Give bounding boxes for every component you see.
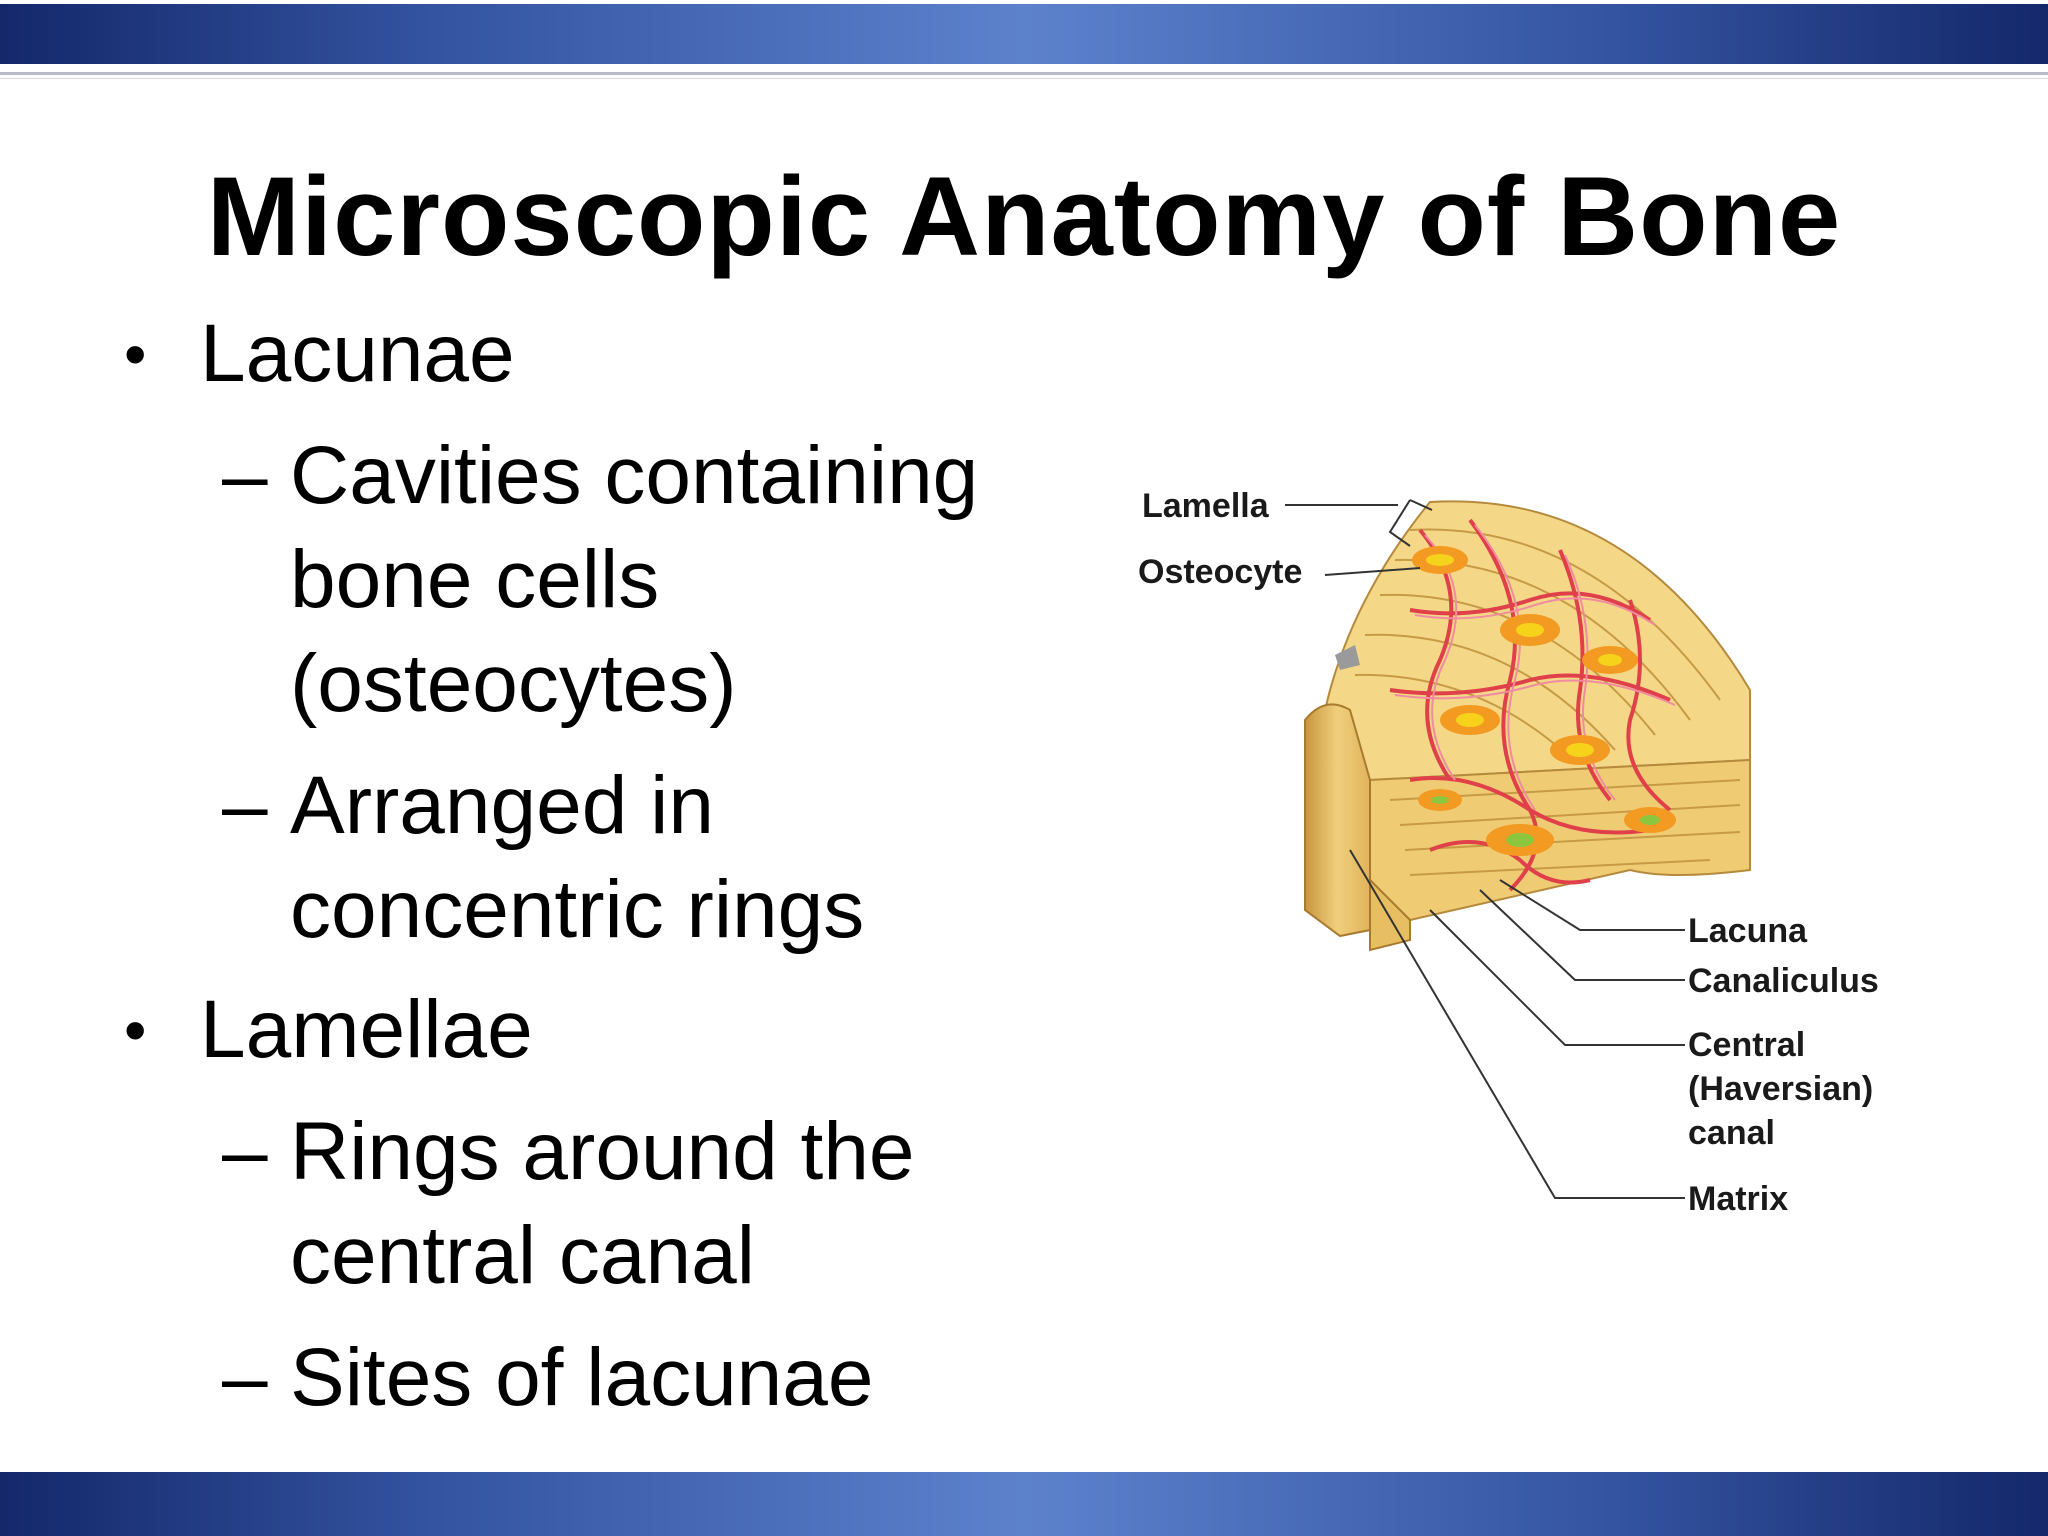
bullet-lacunae: Lacunae	[200, 308, 515, 399]
bottom-decorative-band	[0, 1472, 2048, 1536]
bullet-lamellae: Lamellae	[200, 984, 533, 1075]
slide-title: Microscopic Anatomy of Bone	[206, 154, 1842, 279]
sub-bullet-line: concentric rings	[290, 864, 865, 955]
sub-bullet-dash: –	[222, 1332, 268, 1423]
sub-bullet-line: central canal	[290, 1210, 755, 1301]
leader-lines	[1285, 504, 1685, 1199]
label-haversian: (Haversian)	[1688, 1070, 1873, 1108]
sub-bullet-line: Rings around the	[290, 1106, 915, 1197]
osteocyte-cells	[1412, 546, 1676, 856]
sub-bullet-line: Sites of lacunae	[290, 1332, 874, 1423]
top-rule	[0, 72, 2048, 75]
sub-bullet-dash: –	[222, 760, 268, 851]
sub-bullet-line: (osteocytes)	[290, 638, 737, 729]
top-rule-thin	[0, 78, 2048, 79]
lamella-bracket	[1388, 499, 1433, 547]
label-matrix: Matrix	[1688, 1180, 1788, 1218]
bullet-marker: •	[124, 318, 147, 390]
sub-bullet-line: bone cells	[290, 534, 660, 625]
label-canal: canal	[1688, 1114, 1775, 1152]
label-canaliculus: Canaliculus	[1688, 962, 1879, 1000]
sub-bullet-line: Arranged in	[290, 760, 714, 851]
label-central: Central	[1688, 1026, 1805, 1064]
sub-bullet-dash: –	[222, 1106, 268, 1197]
bullet-marker: •	[124, 994, 147, 1066]
top-decorative-band	[0, 4, 2048, 64]
matrix-step	[1369, 877, 1411, 952]
bone-wedge-front	[1369, 758, 1751, 922]
vessel-tip	[1335, 645, 1360, 670]
central-canal-wall	[1304, 703, 1371, 938]
label-osteocyte: Osteocyte	[1138, 553, 1302, 591]
sub-bullet-dash: –	[222, 430, 268, 521]
osteon-diagram: Lamella Osteocyte Lacuna Canaliculus Cen…	[1138, 487, 1879, 1218]
label-lamella: Lamella	[1142, 487, 1270, 525]
label-lacuna: Lacuna	[1688, 912, 1808, 950]
sub-bullet-line: Cavities containing	[290, 430, 979, 521]
